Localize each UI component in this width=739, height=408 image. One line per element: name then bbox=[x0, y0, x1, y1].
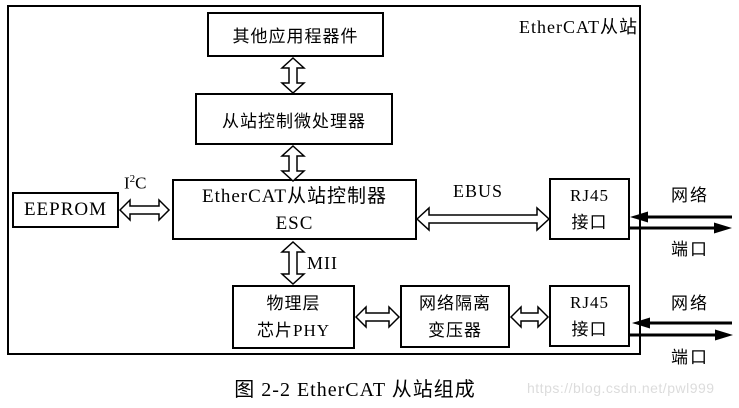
eeprom-box: EEPROM bbox=[12, 192, 119, 228]
rj45-bottom-box: RJ45 接口 bbox=[549, 285, 630, 347]
rj45-bottom-label-line2: 接口 bbox=[571, 320, 608, 339]
double-arrow-icon bbox=[509, 305, 550, 329]
network-port-label-bottom: 网络 端口 bbox=[671, 294, 709, 367]
rj45-top-box: RJ45 接口 bbox=[549, 178, 630, 240]
rj45-top-label-line2: 接口 bbox=[571, 213, 608, 232]
transformer-label-line2: 变压器 bbox=[428, 320, 482, 340]
diagram-title: EtherCAT从站 bbox=[519, 17, 638, 37]
network-line-arrows-bottom-icon bbox=[630, 317, 733, 341]
phy-label-line1: 物理层 bbox=[266, 294, 321, 313]
esc-box: EtherCAT从站控制器 ESC bbox=[172, 179, 417, 240]
double-arrow-icon bbox=[415, 206, 551, 232]
other-application-label: 其他应用程器件 bbox=[232, 27, 359, 46]
transformer-box: 网络隔离 变压器 bbox=[400, 285, 510, 348]
network-line-arrows-top-icon bbox=[630, 211, 732, 234]
mcu-box: 从站控制微处理器 bbox=[195, 93, 393, 145]
double-arrow-icon bbox=[280, 144, 306, 183]
network-port-label-top: 网络 端口 bbox=[671, 186, 709, 259]
rj45-bottom-label-line1: RJ45 bbox=[570, 293, 609, 312]
esc-label-line1: EtherCAT从站控制器 bbox=[201, 185, 388, 207]
slave-boundary-box bbox=[7, 5, 641, 355]
mii-bus-label: MII bbox=[307, 253, 338, 273]
double-arrow-icon bbox=[280, 240, 306, 286]
ebus-bus-label: EBUS bbox=[453, 181, 504, 201]
esc-label-line2: ESC bbox=[275, 212, 314, 234]
eeprom-label: EEPROM bbox=[23, 199, 108, 220]
mcu-label: 从站控制微处理器 bbox=[222, 111, 366, 131]
i2c-bus-label: I2C bbox=[124, 173, 147, 193]
other-application-box: 其他应用程器件 bbox=[207, 12, 384, 57]
phy-box: 物理层 芯片PHY bbox=[232, 285, 355, 349]
watermark-text: https://blog.csdn.net/pwl999 bbox=[527, 380, 715, 396]
transformer-label-line1: 网络隔离 bbox=[419, 293, 491, 313]
figure-caption: 图 2-2 EtherCAT 从站组成 bbox=[234, 379, 476, 401]
rj45-top-label-line1: RJ45 bbox=[570, 186, 609, 205]
double-arrow-icon bbox=[280, 56, 306, 95]
double-arrow-icon bbox=[354, 305, 401, 329]
phy-label-line2: 芯片PHY bbox=[256, 321, 330, 340]
double-arrow-icon bbox=[118, 198, 171, 222]
